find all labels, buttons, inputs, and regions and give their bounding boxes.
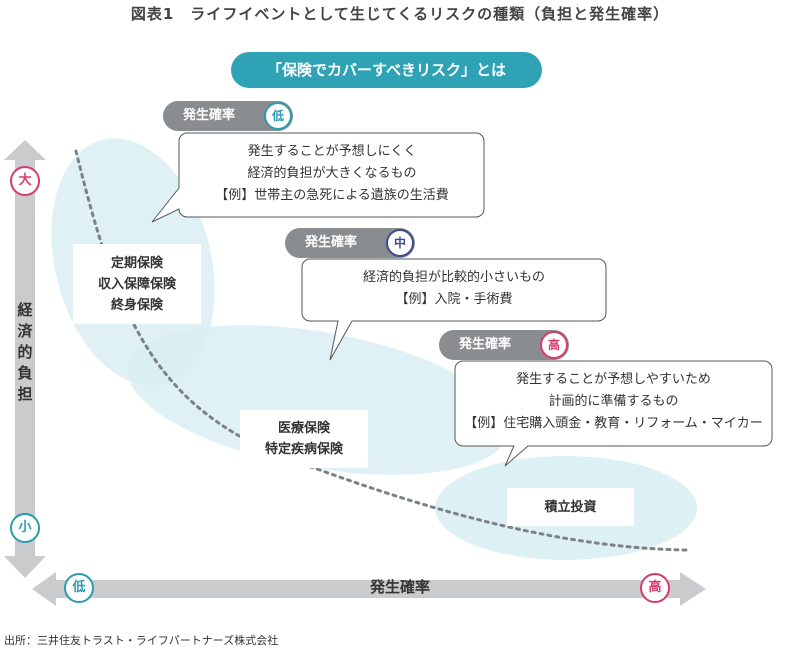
bubble-line: 計画的に準備するもの	[548, 394, 679, 409]
tag-label: 発生確率	[305, 235, 358, 250]
x-axis-high-badge: 高	[640, 573, 670, 603]
y-axis-label: 経 済 的 負 担	[17, 301, 33, 403]
product-box-medical: 医療保険 特定疾病保険	[240, 410, 368, 468]
level-mid-badge: 中	[386, 229, 414, 257]
product-box-savings: 積立投資	[507, 488, 634, 526]
level-high-badge: 高	[540, 331, 568, 359]
tag-probability-high: 発生確率 高	[439, 330, 569, 360]
x-axis-label: 発生確率	[369, 578, 430, 596]
bubble-line: 経済的負担が比較的小さいもの	[362, 270, 545, 285]
bubble-line: 【例】住宅購入頭金・教育・リフォーム・マイカー	[464, 416, 763, 431]
bubble-low-shape	[151, 132, 485, 223]
source-note: 出所：三井住友トラスト・ライフパートナーズ株式会社	[4, 634, 279, 647]
tag-label: 発生確率	[183, 108, 236, 123]
product-item: 収入保障保険	[97, 276, 176, 292]
product-item: 積立投資	[544, 499, 597, 515]
zone-medical-insurance	[127, 325, 509, 475]
level-low-badge: 低	[264, 102, 292, 130]
product-item: 終身保険	[110, 297, 163, 313]
product-item: 医療保険	[277, 421, 330, 436]
tag-label: 発生確率	[459, 337, 512, 352]
x-axis-arrow	[32, 572, 706, 606]
product-item: 定期保険	[110, 255, 163, 271]
tag-probability-mid: 発生確率 中	[285, 228, 415, 258]
bubble-high-shape	[454, 360, 773, 467]
bubble-line: 発生することが予想しやすいため	[516, 372, 711, 387]
tag-probability-low: 発生確率 低	[163, 101, 293, 131]
bubble-line: 【例】入院・手術費	[395, 292, 513, 307]
bubble-mid-text: 経済的負担が比較的小さいもの 【例】入院・手術費	[302, 267, 606, 311]
bubble-high-text: 発生することが予想しやすいため 計画的に準備するもの 【例】住宅購入頭金・教育・…	[455, 369, 772, 435]
bubble-line: 経済的負担が大きくなるもの	[247, 166, 417, 181]
bubble-line: 発生することが予想しにくく	[247, 144, 417, 159]
y-axis-high-badge: 大	[10, 166, 40, 196]
bubble-line: 【例】世帯主の急死による遺族の生活費	[215, 188, 449, 203]
product-item: 特定疾病保険	[264, 442, 343, 457]
figure-title: 図表1 ライフイベントとして生じてくるリスクの種類（負担と発生確率）	[130, 5, 670, 23]
x-axis-low-badge: 低	[64, 573, 94, 603]
y-axis-arrow	[4, 140, 46, 578]
product-box-life: 定期保険 収入保障保険 終身保険	[73, 244, 201, 324]
bubble-low-text: 発生することが予想しにくく 経済的負担が大きくなるもの 【例】世帯主の急死による…	[180, 141, 484, 207]
header-banner: 「保険でカバーすべきリスク」とは	[231, 52, 542, 88]
bubble-mid-shape	[301, 258, 607, 361]
y-axis-low-badge: 小	[10, 513, 40, 543]
